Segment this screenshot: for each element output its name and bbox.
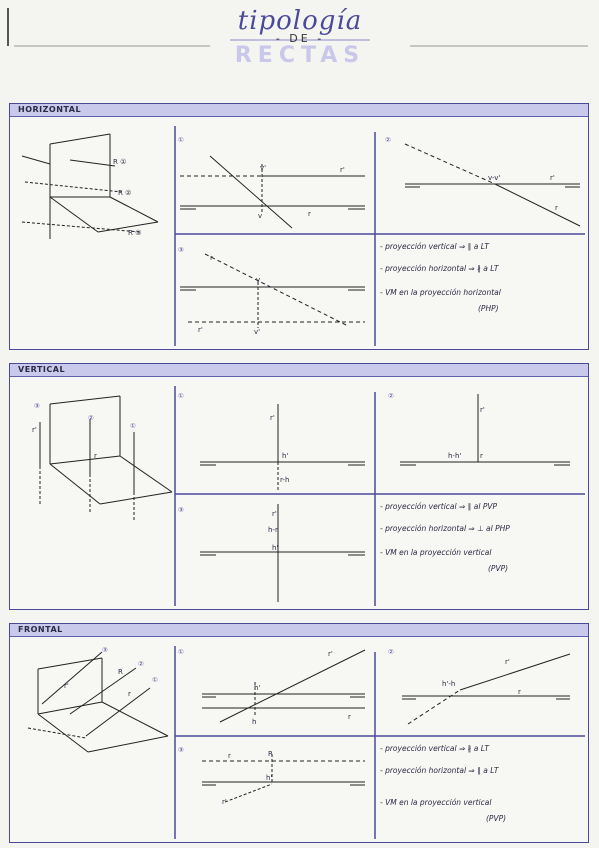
label-rp-2: r' bbox=[505, 658, 510, 666]
title-line-3: RECTAS bbox=[234, 43, 366, 68]
label-vvp: v-v' bbox=[488, 174, 500, 182]
label-3d-3: ③ bbox=[102, 646, 108, 654]
label-rp: r' bbox=[270, 414, 275, 422]
case-1-number: ① bbox=[178, 392, 184, 400]
note-4: (PVP) bbox=[486, 814, 507, 823]
case-2-number: ② bbox=[385, 136, 391, 144]
note-3: - VM en la proyección horizontal bbox=[380, 288, 501, 297]
section-band bbox=[10, 104, 588, 117]
label-3d-3: ③ bbox=[34, 402, 40, 410]
label-3d-r: r bbox=[94, 452, 97, 460]
label-R-3: R bbox=[268, 750, 273, 758]
label-r-2: r bbox=[518, 688, 521, 696]
label-hr: h-r bbox=[268, 526, 278, 534]
label-3d-rp: r' bbox=[32, 426, 37, 434]
note-1: - proyección vertical ⇒ ∥ al PVP bbox=[380, 502, 498, 511]
case-2-number: ② bbox=[388, 648, 394, 656]
label-3d-2: ② bbox=[88, 414, 94, 422]
section-frontal: FRONTAL ③ ② ① R r' r ① bbox=[9, 623, 589, 843]
case-2-number: ② bbox=[388, 392, 394, 400]
section-label: VERTICAL bbox=[18, 365, 66, 374]
vertical-diagrams: ③ ② ① r' r ① r' h' r-h ② r' h-h' r bbox=[32, 386, 585, 606]
label-v-3: v bbox=[256, 276, 260, 284]
note-2: - proyección horizontal ⇒ ∦ a LT bbox=[380, 264, 499, 273]
label-r-2: r bbox=[480, 452, 483, 460]
label-r1: R ① bbox=[113, 158, 126, 166]
label-3d-r: r bbox=[128, 690, 131, 698]
label-rp-2: r' bbox=[550, 174, 555, 182]
label-r-2: r bbox=[555, 204, 558, 212]
label-rp-2: r' bbox=[480, 406, 485, 414]
case-1-number: ① bbox=[178, 136, 184, 144]
note-3: - VM en la proyección vertical bbox=[380, 798, 492, 807]
label-r-3: r bbox=[210, 254, 213, 262]
section-horizontal: HORIZONTAL R ① R ② R ③ ① bbox=[9, 103, 589, 350]
label-hp-3: h' bbox=[266, 774, 272, 782]
note-3: - VM en la proyección vertical bbox=[380, 548, 492, 557]
label-rp-3: r' bbox=[198, 326, 203, 334]
label-r: r bbox=[308, 210, 311, 218]
section-vertical: VERTICAL ③ ② ① r' r ① bbox=[9, 363, 589, 610]
label-rh: r-h bbox=[280, 476, 289, 484]
label-hp-3: h' bbox=[272, 544, 278, 552]
note-2: - proyección horizontal ⇒ ∥ a LT bbox=[380, 766, 499, 775]
note-1: - proyección vertical ⇒ ∥ a LT bbox=[380, 242, 490, 251]
label-r-3: r bbox=[228, 752, 231, 760]
label-v: v bbox=[258, 212, 262, 220]
label-3d-1: ① bbox=[130, 422, 136, 430]
label-rp-3: r' bbox=[222, 798, 227, 806]
label-rp-3: r' bbox=[272, 510, 277, 518]
horizontal-diagrams: R ① R ② R ③ ① v' r' v r ② v-v' r' bbox=[21, 126, 585, 346]
label-vp-3: v' bbox=[254, 328, 260, 336]
label-r3: R ③ bbox=[128, 229, 141, 237]
title-line-2: - DE - bbox=[275, 32, 325, 45]
frontal-diagrams: ③ ② ① R r' r ① r' h' h r ② r' bbox=[27, 646, 585, 839]
case-3-number: ③ bbox=[178, 746, 184, 754]
case-1-number: ① bbox=[178, 648, 184, 656]
case-3-number: ③ bbox=[178, 246, 184, 254]
label-rp: r' bbox=[328, 650, 333, 658]
label-r2: R ② bbox=[118, 189, 131, 197]
label-hhp: h-h' bbox=[448, 452, 461, 460]
label-3d-R: R bbox=[118, 668, 123, 676]
note-1: - proyección vertical ⇒ ∦ a LT bbox=[380, 744, 490, 753]
page-title: tipología - DE - RECTAS bbox=[200, 6, 400, 68]
note-2: - proyección horizontal ⇒ ⊥ al PHP bbox=[380, 524, 510, 533]
label-vp: v' bbox=[260, 164, 266, 172]
label-h: h bbox=[252, 718, 256, 726]
label-rp: r' bbox=[340, 166, 345, 174]
label-hp: h' bbox=[254, 684, 260, 692]
section-label: FRONTAL bbox=[18, 625, 63, 634]
label-hp: h' bbox=[282, 452, 288, 460]
section-band bbox=[10, 624, 588, 637]
label-3d-rp: r' bbox=[64, 682, 69, 690]
note-4: (PHP) bbox=[478, 304, 499, 313]
section-band bbox=[10, 364, 588, 377]
label-3d-2: ② bbox=[138, 660, 144, 668]
label-r: r bbox=[348, 713, 351, 721]
title-line-1: tipología bbox=[237, 6, 363, 36]
section-label: HORIZONTAL bbox=[18, 105, 82, 114]
case-3-number: ③ bbox=[178, 506, 184, 514]
label-3d-1: ① bbox=[152, 676, 158, 684]
label-hph: h'-h bbox=[442, 680, 455, 688]
note-4: (PVP) bbox=[488, 564, 509, 573]
